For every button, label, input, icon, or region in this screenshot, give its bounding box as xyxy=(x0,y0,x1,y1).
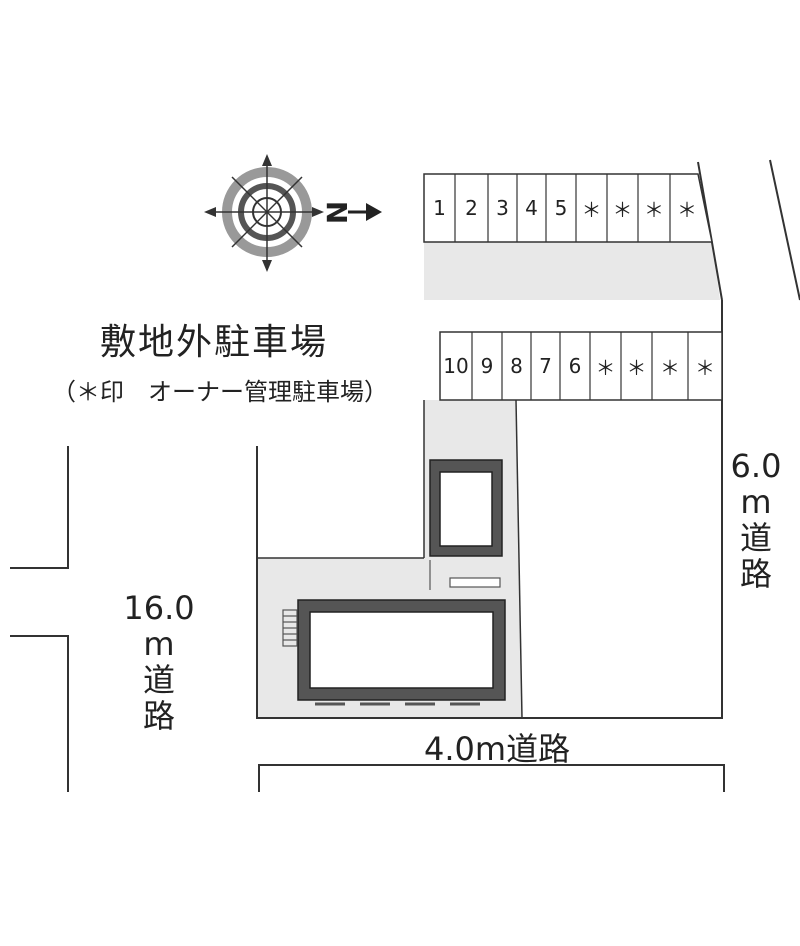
left-road-label: 16.0 m 道 路 xyxy=(112,590,206,734)
right-road-label: 6.0 m 道 路 xyxy=(728,448,784,592)
parking-slot-bottom-8: 8 xyxy=(510,354,523,378)
parking-slot-top-5: 5 xyxy=(554,196,568,220)
building-main xyxy=(297,599,506,706)
parking-slot-top-9: ＊ xyxy=(677,197,697,222)
outside-parking-title: 敷地外駐車場 xyxy=(100,322,329,363)
parking-slot-bottom-7: 7 xyxy=(539,354,552,378)
left-road-width: 16.0 xyxy=(123,589,195,627)
stairs xyxy=(282,609,298,647)
right-road-char2: 路 xyxy=(739,555,772,593)
building-small xyxy=(429,459,503,557)
mailbox-shapes xyxy=(429,560,501,590)
parking-slot-bottom-star-4: ＊ xyxy=(695,355,715,380)
right-road-char1: 道 xyxy=(739,519,772,557)
parking-bottom-row xyxy=(439,331,723,401)
parking-slot-top-1: 1 xyxy=(433,196,446,220)
bottom-road-label: 4.0m道路 xyxy=(424,730,571,768)
parking-slot-bottom-10: 10 xyxy=(443,354,469,378)
parking-slot-bottom-star-1: ＊ xyxy=(595,355,616,380)
parking-slot-top-3: 3 xyxy=(496,196,509,220)
parking-dividers xyxy=(454,174,689,400)
bottom-road-edge xyxy=(258,764,725,792)
left-road-char1: 道 xyxy=(142,661,175,699)
right-road-unit: m xyxy=(740,483,772,521)
parking-slot-bottom-9: 9 xyxy=(480,354,494,378)
right-road-width: 6.0 xyxy=(730,447,782,485)
left-road-edges xyxy=(10,446,69,792)
parking-slot-top-7: ＊ xyxy=(612,197,633,222)
compass-rose-icon xyxy=(204,154,382,272)
left-road-unit: m xyxy=(143,625,175,663)
parking-slot-top-4: 4 xyxy=(525,196,538,220)
parking-slot-top-8: ＊ xyxy=(644,197,664,222)
outside-parking-note: （＊印 オーナー管理駐車場） xyxy=(52,378,388,406)
parking-slot-bottom-6: 6 xyxy=(568,354,582,378)
parking-slot-bottom-star-2: ＊ xyxy=(626,355,647,380)
parking-slot-bottom-star-3: ＊ xyxy=(660,355,680,380)
parking-slot-top-6: ＊ xyxy=(581,197,602,222)
parking-slot-top-2: 2 xyxy=(465,196,478,220)
left-road-char2: 路 xyxy=(142,697,175,735)
compass-north-label: N xyxy=(320,200,354,225)
